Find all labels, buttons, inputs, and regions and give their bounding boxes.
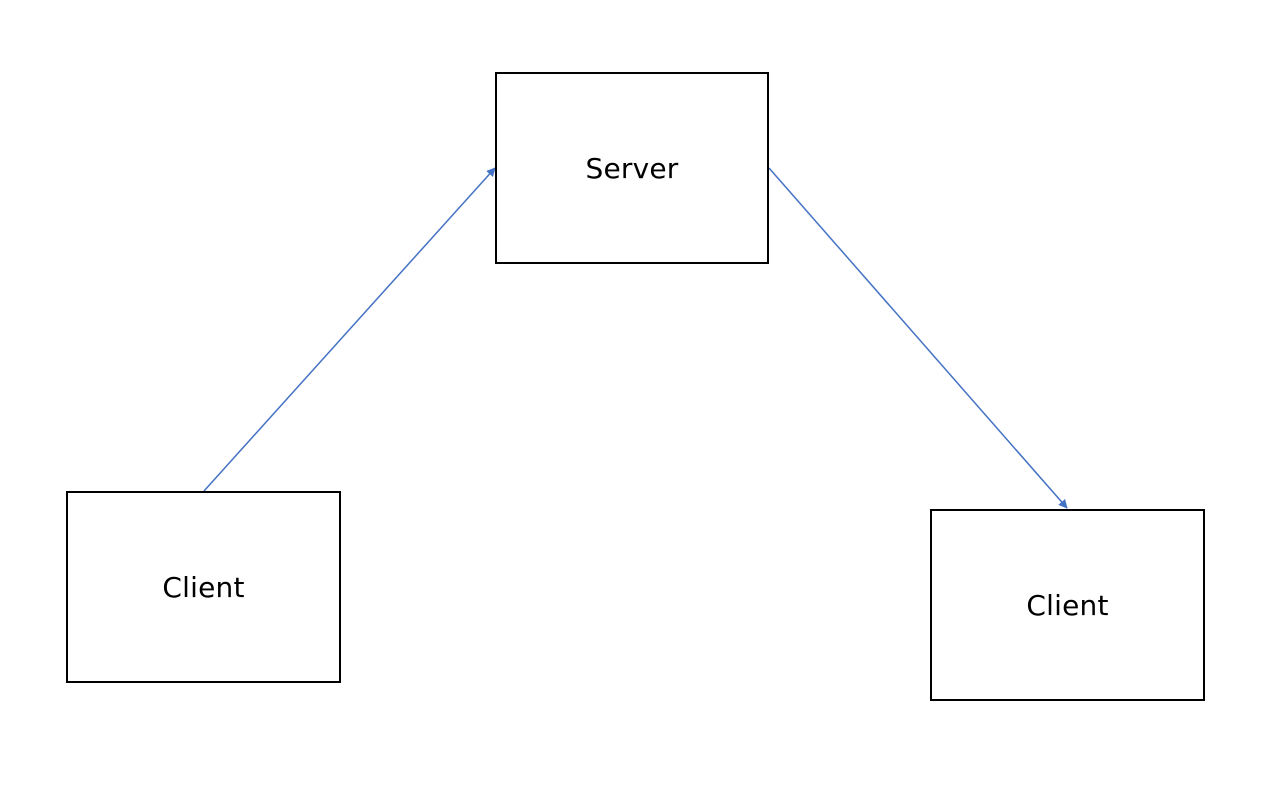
edge-server-to-client-right <box>768 167 1068 509</box>
client-left-label: Client <box>162 570 245 604</box>
client-node-right[interactable]: Client <box>930 509 1205 701</box>
client-right-label: Client <box>1026 588 1109 622</box>
edge-client-left-to-server <box>203 167 496 492</box>
server-node[interactable]: Server <box>495 72 769 264</box>
server-label: Server <box>585 151 679 185</box>
client-node-left[interactable]: Client <box>66 491 341 683</box>
